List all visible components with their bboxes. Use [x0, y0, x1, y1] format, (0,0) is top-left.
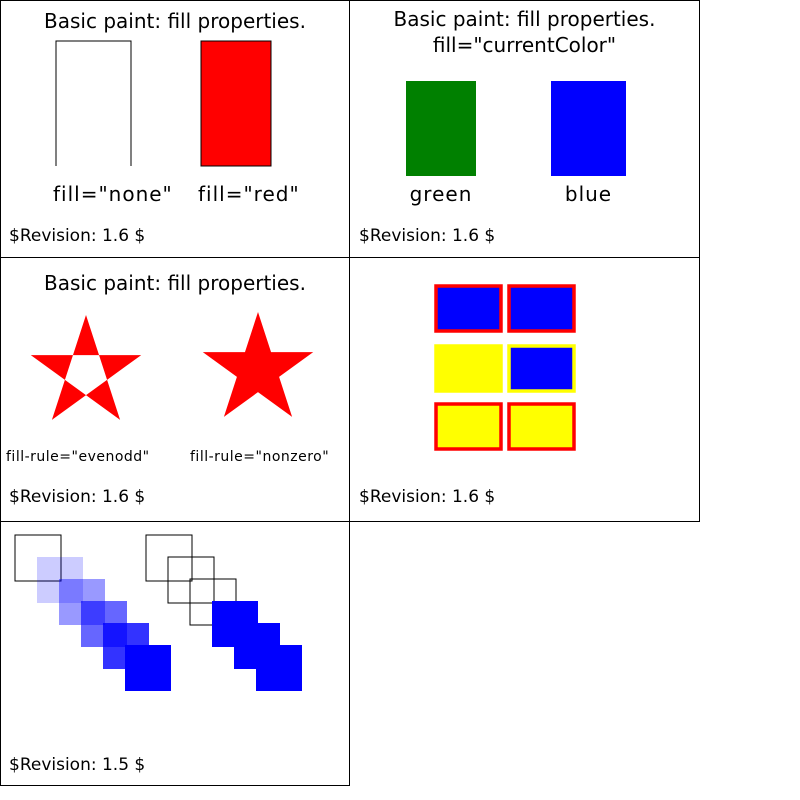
test-title: Basic paint: fill properties.: [44, 9, 306, 33]
opacity-square-g2-6: [256, 645, 302, 691]
grid-rect-r2c1: [434, 344, 503, 393]
revision-text: $Revision: 1.6 $: [359, 226, 496, 246]
opacity-square-g1-2: [37, 557, 83, 603]
test-title-line2: fill="currentColor": [432, 33, 617, 57]
star-evenodd: [30, 315, 142, 420]
revision-text: $Revision: 1.6 $: [359, 487, 496, 507]
revision-text: $Revision: 1.6 $: [9, 226, 146, 246]
opacity-square-g1-1: [14, 534, 62, 582]
fill-opacity-canvas: [14, 534, 302, 691]
test-cell-current-color: Basic paint: fill properties. fill="curr…: [349, 0, 700, 258]
revision-text: $Revision: 1.6 $: [9, 487, 146, 507]
test-title: Basic paint: fill properties.: [44, 271, 306, 295]
fill-rule-canvas: [30, 312, 314, 420]
rect-current-color-green: [406, 81, 476, 176]
opacity-square-g2-2: [167, 556, 215, 604]
rect-fill-red-shape: [200, 40, 272, 167]
label-fill-red: fill="red": [198, 182, 300, 206]
revision-text: $Revision: 1.5 $: [9, 755, 146, 775]
test-cell-fill-opacity: $Revision: 1.5 $: [0, 521, 350, 786]
test-cell-fill-none-red: Basic paint: fill properties. fill="none…: [0, 0, 350, 258]
test-title-line1: Basic paint: fill properties.: [393, 7, 656, 31]
rect-fill-none-shape: [55, 40, 132, 166]
test-cell-fill-stroke-grid: $Revision: 1.6 $: [349, 257, 700, 522]
opacity-square-g1-6: [125, 645, 171, 691]
test-cell-fill-rule: Basic paint: fill properties. fill-rule=…: [0, 257, 350, 522]
opacity-square-g2-1: [145, 534, 193, 582]
fill-none-red-canvas: [55, 40, 272, 167]
label-fill-rule-nonzero: fill-rule="nonzero": [190, 449, 330, 465]
grid-rect-r3c1: [434, 402, 503, 451]
rect-current-color-blue: [551, 81, 626, 176]
label-fill-none: fill="none": [53, 182, 173, 206]
label-fill-rule-evenodd: fill-rule="evenodd": [6, 449, 150, 465]
test-title-block: Basic paint: fill properties. fill="curr…: [350, 6, 699, 58]
grid-rect-r3c2: [507, 402, 576, 451]
grid-rect-r1c2: [507, 284, 576, 333]
label-green: green: [409, 182, 473, 206]
fill-stroke-canvas: [434, 284, 576, 451]
grid-rect-r1c1: [434, 284, 503, 333]
star-nonzero: [202, 312, 314, 417]
current-color-canvas: [406, 81, 626, 176]
label-blue: blue: [564, 182, 613, 206]
grid-rect-r2c2: [507, 344, 576, 393]
